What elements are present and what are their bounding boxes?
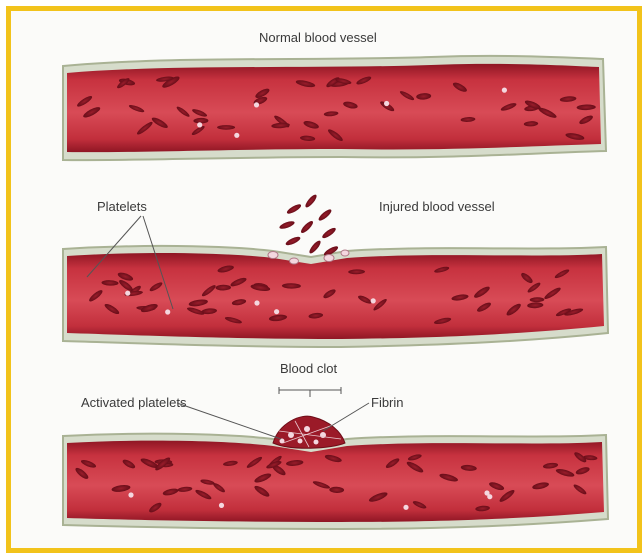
red-blood-cell xyxy=(217,125,235,130)
platelet xyxy=(371,298,376,303)
blood-clot-bracket xyxy=(279,387,341,397)
red-blood-cell xyxy=(299,219,314,234)
platelet xyxy=(502,88,507,93)
normal-blood-vessel xyxy=(63,56,606,160)
platelet xyxy=(128,492,133,497)
platelet xyxy=(403,505,408,510)
injured-vessel-label: Injured blood vessel xyxy=(379,199,495,214)
activated-platelets-label: Activated platelets xyxy=(81,395,187,410)
diagram-frame: Normal blood vessel Platelets Injured bl… xyxy=(6,6,642,553)
red-blood-cell xyxy=(286,203,303,216)
platelet xyxy=(125,291,130,296)
red-blood-cell xyxy=(308,239,323,255)
vessel-lumen xyxy=(67,253,604,339)
blood-clot-mass xyxy=(273,416,345,448)
platelet xyxy=(254,102,259,107)
fibrin-leader-line xyxy=(323,403,369,431)
platelet xyxy=(384,101,389,106)
clotted-blood-vessel xyxy=(63,416,608,529)
platelet xyxy=(219,503,224,508)
fibrin-label: Fibrin xyxy=(371,395,404,410)
red-blood-cell xyxy=(279,220,296,231)
vessel-lumen xyxy=(67,441,604,522)
normal-vessel-label: Normal blood vessel xyxy=(259,30,377,45)
vessel-lumen xyxy=(67,64,601,152)
blood-clotting-diagram: Normal blood vessel Platelets Injured bl… xyxy=(11,11,637,548)
red-blood-cell xyxy=(321,226,337,240)
red-blood-cell xyxy=(317,208,333,223)
blood-clot-label: Blood clot xyxy=(280,361,337,376)
red-blood-cell xyxy=(304,193,319,209)
escaping-red-cells xyxy=(279,193,340,257)
red-blood-cell xyxy=(285,235,302,247)
platelet xyxy=(234,133,239,138)
platelet xyxy=(254,300,259,305)
platelet xyxy=(165,309,170,314)
platelet xyxy=(274,309,279,314)
injured-blood-vessel xyxy=(63,193,608,347)
platelets-label: Platelets xyxy=(97,199,147,214)
platelet xyxy=(484,490,489,495)
platelet xyxy=(197,122,202,127)
